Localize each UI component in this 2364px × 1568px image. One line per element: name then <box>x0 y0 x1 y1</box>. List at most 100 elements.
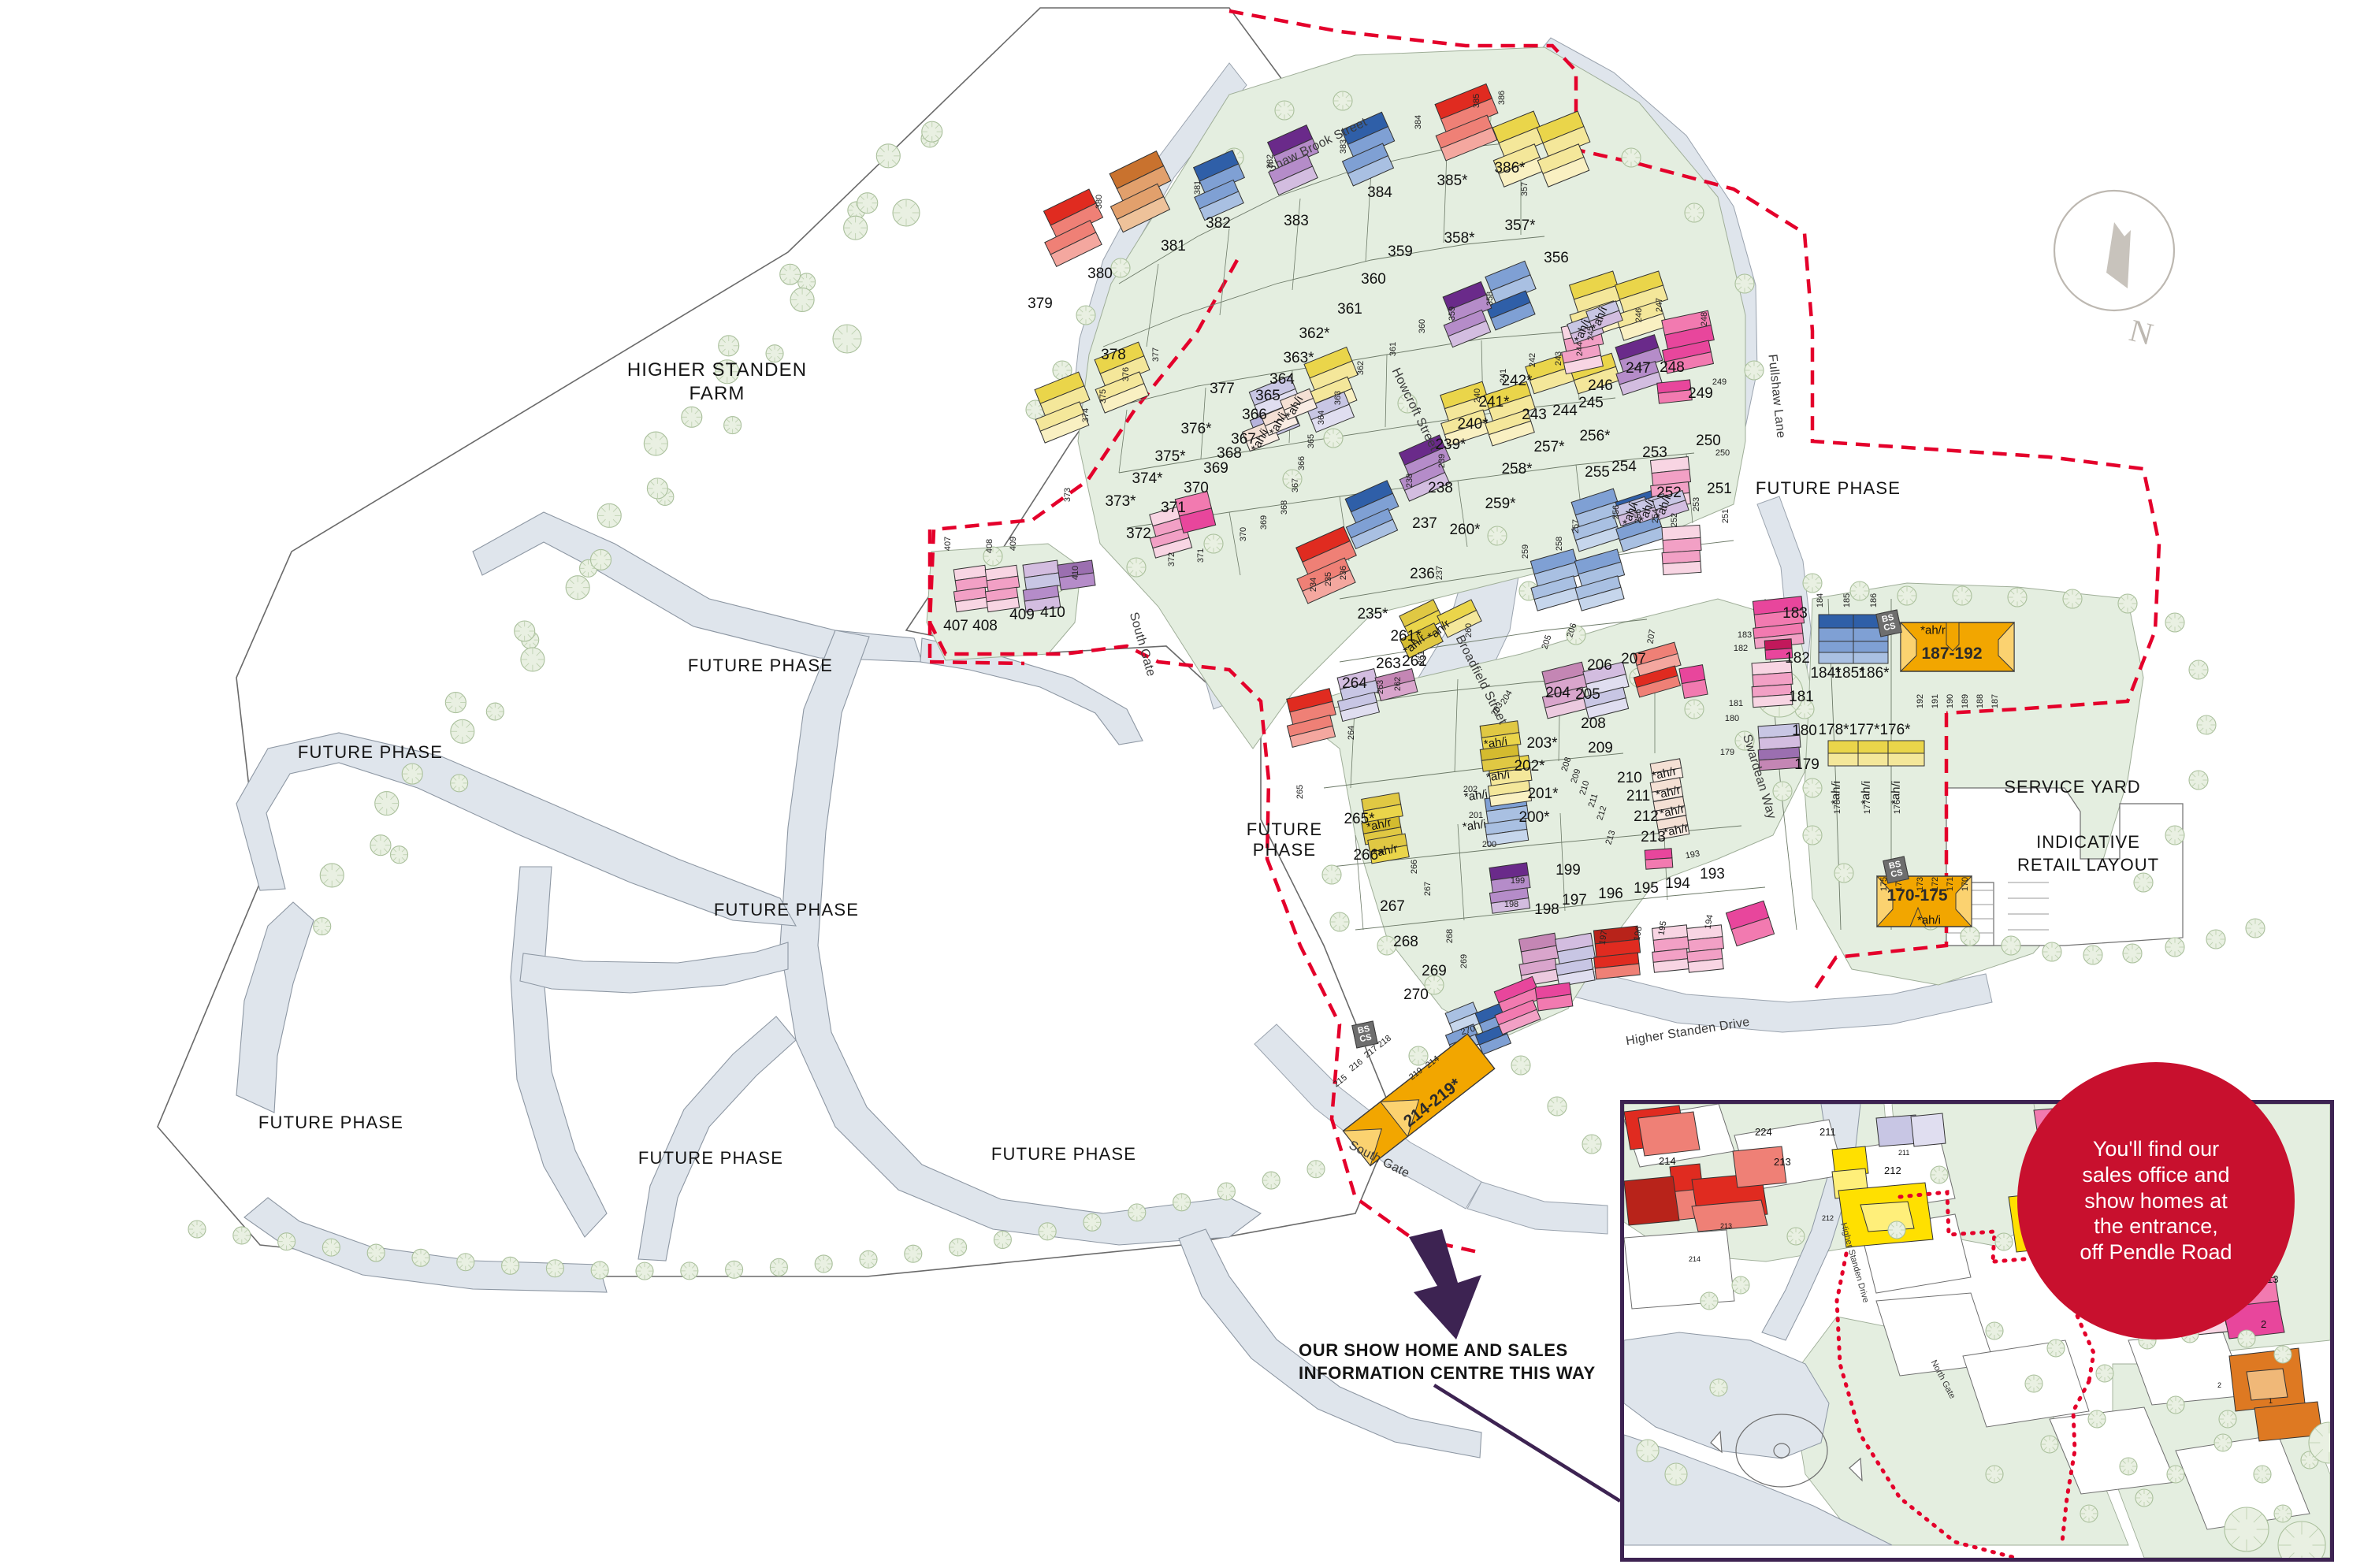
tree-icon <box>389 845 409 864</box>
tree-icon <box>1217 1182 1236 1201</box>
tree-icon <box>1731 1276 1750 1295</box>
house-block-60 <box>1649 456 1692 486</box>
house-block-34 <box>1484 381 1536 423</box>
house-block-96 <box>1593 925 1641 958</box>
house-block-135 <box>1656 815 1690 840</box>
inset-plot-tick-211-0: 211 <box>1898 1149 1910 1157</box>
house-block-56 <box>1661 340 1715 374</box>
tree-icon <box>725 1260 744 1279</box>
tree-icon <box>2188 770 2209 790</box>
tree-icon <box>2062 589 2083 609</box>
house-block-32 <box>1305 391 1355 433</box>
house-block-1 <box>1536 110 1591 159</box>
tree-icon <box>1487 526 1507 546</box>
house-block-55 <box>1661 310 1715 351</box>
tree-icon <box>444 692 466 714</box>
inset-plot-213: 213 <box>1774 1156 1791 1168</box>
house-block-126 <box>1367 833 1410 864</box>
house-block-123 <box>1887 740 1925 767</box>
house-block-87 <box>1484 817 1530 847</box>
tree-icon <box>843 215 868 240</box>
tree-icon <box>2117 593 2138 614</box>
tree-icon <box>1636 1439 1660 1462</box>
tree-icon <box>514 620 536 642</box>
tree-icon <box>366 1243 385 1262</box>
tree-icon <box>1744 360 1764 381</box>
house-block-101 <box>1686 948 1724 973</box>
tree-icon <box>1329 912 1350 932</box>
house-block-83 <box>1633 641 1682 678</box>
tree-icon <box>589 548 612 570</box>
tree-icon <box>1173 1193 1191 1212</box>
tree-icon <box>1110 258 1131 278</box>
tree-icon <box>1323 428 1344 448</box>
house-block-82 <box>1582 686 1630 719</box>
tree-icon <box>1038 1222 1057 1241</box>
tree-icon <box>857 192 879 214</box>
house-block-129 <box>1399 622 1444 659</box>
tree-icon <box>1282 469 1303 489</box>
house-block-63 <box>1661 549 1702 576</box>
tree-icon <box>2273 1504 2292 1523</box>
block-214-219-shape <box>1342 1033 1496 1167</box>
tree-icon <box>1985 1321 2004 1340</box>
tree-icon <box>1802 825 1823 845</box>
tree-icon <box>814 1254 833 1273</box>
house-block-131 <box>1479 744 1522 772</box>
tree-icon <box>1424 975 1444 995</box>
tree-icon <box>2166 1395 2185 1414</box>
house-block-17 <box>1485 290 1536 331</box>
tree-icon <box>2253 1465 2272 1484</box>
tree-icon <box>1834 863 1854 883</box>
house-block-72 <box>1057 559 1096 591</box>
house-block-106 <box>1764 638 1793 660</box>
tree-icon <box>2119 1457 2138 1476</box>
tree-icon <box>1664 1462 1688 1486</box>
tree-icon <box>322 1238 340 1257</box>
sales-office-badge[interactable]: You'll find our sales office and show ho… <box>2017 1062 2295 1339</box>
tree-icon <box>1734 273 1755 294</box>
house-block-91 <box>1489 887 1531 914</box>
house-block-33 <box>1440 381 1492 423</box>
inset-plot-tick-213-2: 213 <box>1720 1222 1733 1230</box>
house-block-138 <box>1279 388 1318 421</box>
sales-office-badge-text: You'll find our sales office and show ho… <box>2080 1136 2232 1265</box>
tree-icon <box>1700 1291 1719 1310</box>
tree-icon <box>374 791 400 816</box>
house-block-104 <box>1752 596 1805 629</box>
tree-icon <box>1126 557 1147 578</box>
tree-icon <box>1321 864 1342 885</box>
house-block-133 <box>1649 777 1684 802</box>
house-block-4 <box>1434 83 1499 135</box>
tree-icon <box>597 503 622 528</box>
house-block-10 <box>1192 150 1246 195</box>
tree-icon <box>2046 1339 2065 1358</box>
house-block-78 <box>1286 715 1336 748</box>
tree-icon <box>2135 1488 2154 1507</box>
house-block-8 <box>1266 124 1320 170</box>
tree-icon <box>635 1261 654 1280</box>
house-block-18 <box>1442 281 1492 325</box>
house-block-35 <box>1440 409 1491 447</box>
tree-icon <box>2245 918 2266 938</box>
tree-icon <box>590 1261 609 1280</box>
house-block-85 <box>1678 664 1708 699</box>
house-block-25 <box>1095 371 1150 414</box>
house-block-40 <box>1399 461 1451 502</box>
tree-icon <box>2165 612 2185 633</box>
tree-icon <box>319 863 344 888</box>
inset-plot-tick-2-7: 2 <box>2217 1381 2222 1389</box>
tree-icon <box>680 1261 699 1280</box>
tree-icon <box>2308 1421 2330 1464</box>
tree-icon <box>2165 825 2185 845</box>
tree-icon <box>1802 778 1823 798</box>
tree-icon <box>1307 1160 1325 1179</box>
house-block-70 <box>984 586 1020 613</box>
tree-icon <box>718 335 740 357</box>
tree-icon <box>993 1230 1012 1249</box>
tree-icon <box>370 834 392 856</box>
tree-icon <box>545 1259 564 1278</box>
tree-icon <box>643 431 668 456</box>
